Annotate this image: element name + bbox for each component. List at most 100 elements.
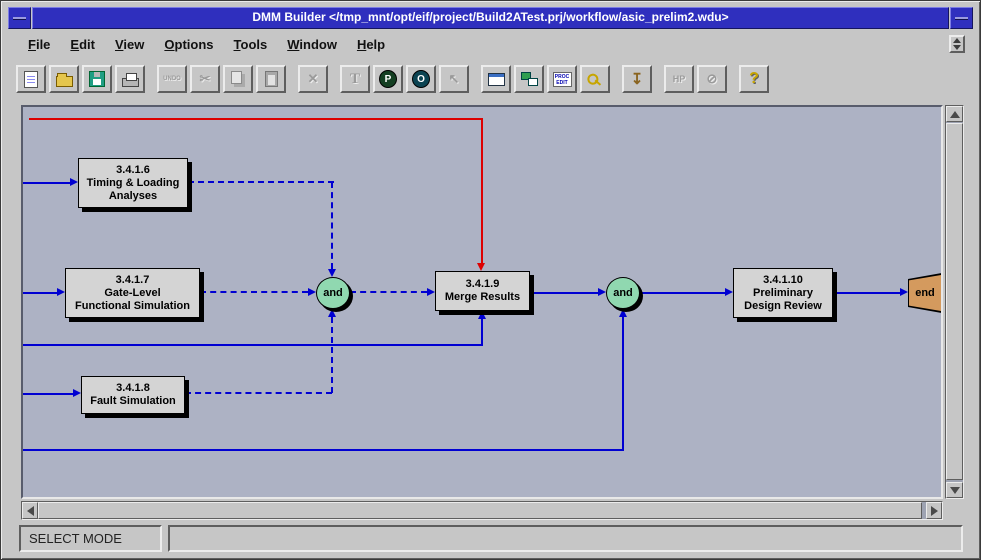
task-id: 3.4.1.10 (763, 274, 803, 287)
arrowhead (73, 389, 81, 397)
view-icon: ⊘ (707, 71, 718, 87)
save-file-button[interactable] (82, 65, 112, 93)
print-button[interactable] (115, 65, 145, 93)
connector-red-horizontal[interactable] (29, 118, 483, 120)
message-area (168, 525, 963, 552)
connector-task7-and1[interactable] (200, 291, 308, 293)
arrowhead (328, 269, 336, 277)
connector-input-task6[interactable] (23, 182, 71, 184)
task-id: 3.4.1.9 (466, 278, 500, 291)
end-node[interactable]: end (908, 273, 942, 313)
connector-input-and2-v[interactable] (622, 317, 624, 451)
task-label: Merge Results (445, 291, 520, 304)
mode-indicator: SELECT MODE (19, 525, 162, 552)
menu-help[interactable]: Help (347, 34, 395, 55)
connector-task8-and1-v[interactable] (331, 317, 333, 393)
task-label: Analyses (109, 190, 157, 203)
minimize-icon (955, 17, 968, 20)
process-icon: P (379, 70, 397, 88)
open-file-button[interactable] (49, 65, 79, 93)
task-node-3419[interactable]: 3.4.1.9 Merge Results (435, 271, 530, 311)
window-menu-button[interactable] (8, 7, 31, 29)
delete-x-icon: ✕ (308, 71, 319, 87)
horizontal-scroll-thumb[interactable] (38, 502, 922, 519)
window-title: DMM Builder </tmp_mnt/opt/eif/project/Bu… (32, 7, 949, 29)
workflow-canvas[interactable]: 3.4.1.6 Timing & Loading Analyses 3.4.1.… (21, 105, 943, 499)
toolbar: UNDO ✂ ✕ T P O ↖ PROC EDIT ↧ HP ⊘ ? (8, 59, 973, 99)
process-tool-button[interactable]: P (373, 65, 403, 93)
arrowhead (598, 288, 606, 296)
operation-tool-button[interactable]: O (406, 65, 436, 93)
help-button[interactable]: ? (739, 65, 769, 93)
vertical-scroll-thumb[interactable] (946, 123, 963, 480)
scroll-down-button[interactable] (946, 482, 963, 498)
connector-input-task8[interactable] (23, 393, 74, 395)
connector-task6-and1-v[interactable] (331, 182, 333, 269)
edit-window-button[interactable] (481, 65, 511, 93)
arrowhead (725, 288, 733, 296)
printer-icon (122, 78, 139, 87)
arrowhead (308, 288, 316, 296)
window-edit-icon (488, 73, 505, 86)
delete-button: ✕ (298, 65, 328, 93)
arrowhead (478, 311, 486, 319)
scroll-up-button[interactable] (946, 106, 963, 122)
task-node-3417[interactable]: 3.4.1.7 Gate-Level Functional Simulation (65, 268, 200, 318)
connector-task10-end[interactable] (833, 292, 901, 294)
task-node-3416[interactable]: 3.4.1.6 Timing & Loading Analyses (78, 158, 188, 208)
scroll-left-button[interactable] (22, 502, 38, 519)
vertical-scrollbar[interactable] (945, 105, 964, 499)
menu-tools[interactable]: Tools (224, 34, 278, 55)
key-icon (584, 68, 607, 91)
key-tool-button[interactable] (580, 65, 610, 93)
connector-task8-and1-h[interactable] (185, 392, 332, 394)
task-label: Design Review (744, 300, 822, 313)
view-tool-button: ⊘ (697, 65, 727, 93)
arrowhead (328, 309, 336, 317)
hierarchy-icon (521, 72, 538, 86)
copy-button (223, 65, 253, 93)
horizontal-scrollbar[interactable] (21, 501, 943, 520)
and-junction-2[interactable]: and (606, 277, 640, 309)
new-document-button[interactable] (16, 65, 46, 93)
import-arrow-icon: ↧ (631, 70, 644, 88)
connector-and1-task9[interactable] (350, 291, 427, 293)
import-workflow-button[interactable]: ↧ (622, 65, 652, 93)
and-junction-1[interactable]: and (316, 277, 350, 309)
task-node-3418[interactable]: 3.4.1.8 Fault Simulation (81, 376, 185, 414)
hierarchy-view-button[interactable] (514, 65, 544, 93)
scroll-right-button[interactable] (926, 502, 942, 519)
menu-file[interactable]: File (18, 34, 60, 55)
new-document-icon (24, 71, 38, 88)
task-node-34110[interactable]: 3.4.1.10 Preliminary Design Review (733, 268, 833, 318)
menu-scroll-button[interactable] (949, 35, 965, 53)
connector-input-and2-h[interactable] (23, 449, 624, 451)
arrowhead (70, 178, 78, 186)
proc-edit-button[interactable]: PROC EDIT (547, 65, 577, 93)
arrow-down-icon (950, 487, 960, 494)
menu-window[interactable]: Window (277, 34, 347, 55)
task-label: Gate-Level (104, 287, 160, 300)
scissors-icon: ✂ (200, 71, 211, 87)
connector-input-task9-h[interactable] (23, 344, 483, 346)
connector-red-vertical[interactable] (481, 118, 483, 264)
connector-task9-and2[interactable] (530, 292, 599, 294)
task-id: 3.4.1.7 (116, 274, 150, 287)
text-tool-icon: T (350, 71, 360, 88)
arrowhead (477, 263, 485, 271)
menu-view[interactable]: View (105, 34, 154, 55)
menu-bar: File Edit View Options Tools Window Help (8, 31, 973, 57)
connector-task6-and1-h[interactable] (188, 181, 334, 183)
menu-options[interactable]: Options (154, 34, 223, 55)
arrowhead (57, 288, 65, 296)
task-label: Functional Simulation (75, 300, 190, 313)
minimize-button[interactable] (950, 7, 973, 29)
save-floppy-icon (89, 71, 105, 87)
menu-edit[interactable]: Edit (60, 34, 105, 55)
connector-input-task9-v[interactable] (481, 319, 483, 346)
undo-icon: UNDO (163, 76, 181, 82)
connector-and2-task10[interactable] (640, 292, 726, 294)
arrowhead (900, 288, 908, 296)
connector-input-task7[interactable] (23, 292, 58, 294)
